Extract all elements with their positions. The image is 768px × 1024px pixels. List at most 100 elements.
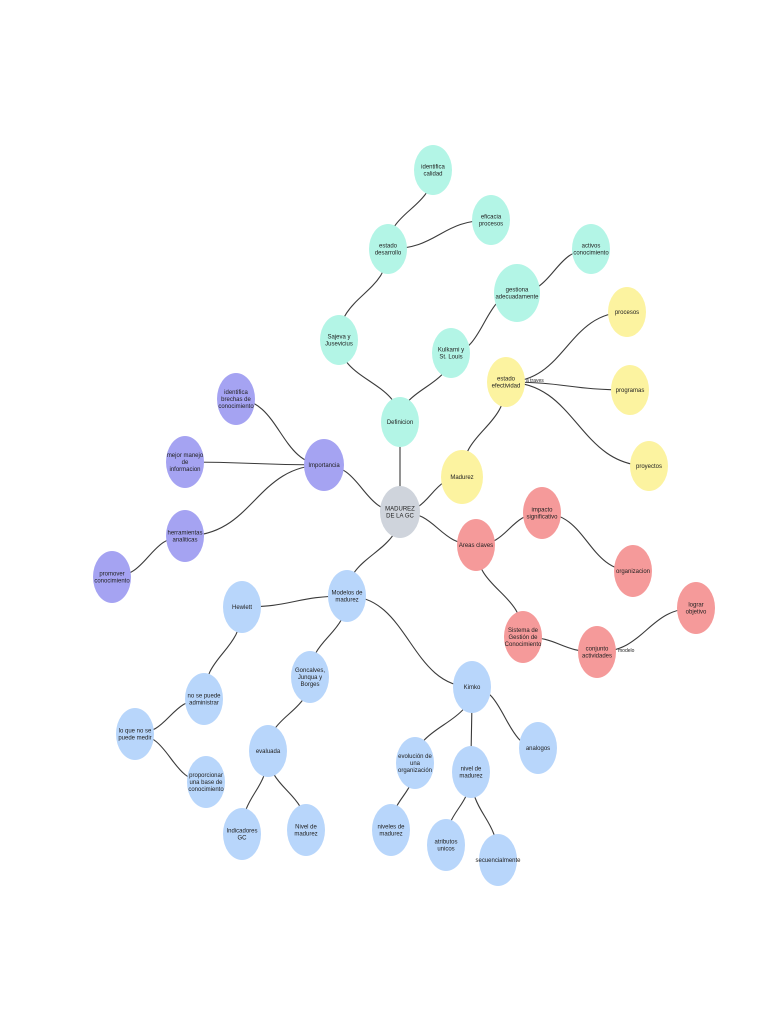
node-bubble xyxy=(93,551,131,603)
node-areas-clave[interactable]: Areas claves xyxy=(457,519,495,571)
connector-label-a-traves: a traves xyxy=(526,378,544,384)
node-label: analogos xyxy=(526,746,550,752)
node-bubble xyxy=(630,441,668,491)
node-label: Madurez xyxy=(450,475,473,481)
node-kimko[interactable]: Kimko xyxy=(453,661,491,713)
node-bubble xyxy=(519,722,557,774)
node-bubble xyxy=(287,804,325,856)
node-bubble xyxy=(677,582,715,634)
node-label: Areas claves xyxy=(459,543,493,549)
node-label: programas xyxy=(616,388,645,394)
node-bubble xyxy=(523,487,561,539)
node-label: proyectos xyxy=(636,464,662,470)
node-bubble xyxy=(291,651,329,703)
node-label: evaluada xyxy=(256,749,281,755)
node-bubble xyxy=(223,808,261,860)
node-bubble xyxy=(369,224,407,274)
node-bubble xyxy=(479,834,517,886)
node-bubble xyxy=(441,450,483,504)
node-bubble xyxy=(453,661,491,713)
node-analogos[interactable]: analogos xyxy=(519,722,557,774)
node-label: organizacion xyxy=(616,569,650,575)
node-evaluada[interactable]: evaluada xyxy=(249,725,287,777)
node-bubble xyxy=(432,328,470,378)
node-bubble xyxy=(611,365,649,415)
node-importancia[interactable]: Importancia xyxy=(304,439,344,491)
node-bubble xyxy=(427,819,465,871)
node-bubble xyxy=(578,626,616,678)
node-label: Kimko xyxy=(464,685,481,691)
node-organizacion[interactable]: organizacion xyxy=(614,545,652,597)
connector-estado_efectividad-procesos xyxy=(505,311,628,383)
node-bubble xyxy=(396,737,434,789)
node-procesos[interactable]: procesos xyxy=(608,287,646,337)
node-hewlett[interactable]: Hewlett xyxy=(223,581,261,633)
node-bubble xyxy=(487,357,525,407)
node-proyectos[interactable]: proyectos xyxy=(630,441,668,491)
node-secuencialmente[interactable]: secuencialmente xyxy=(475,834,521,886)
node-madurez[interactable]: Madurez xyxy=(441,450,483,504)
node-bubble xyxy=(504,611,542,663)
node-bubble xyxy=(472,195,510,245)
node-programas[interactable]: programas xyxy=(611,365,649,415)
node-bubble xyxy=(494,264,540,322)
node-label: Definicion xyxy=(387,420,413,426)
node-bubble xyxy=(614,545,652,597)
connector-estado_efectividad-proyectos xyxy=(505,381,650,467)
node-bubble xyxy=(372,804,410,856)
node-label: procesos xyxy=(615,310,639,316)
node-definicion[interactable]: Definicion xyxy=(381,397,419,447)
